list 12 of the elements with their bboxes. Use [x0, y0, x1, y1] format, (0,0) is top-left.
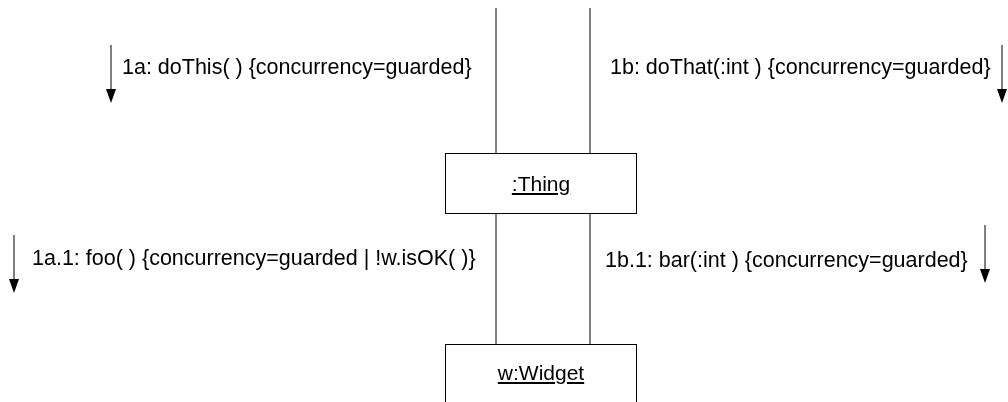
link-line: [589, 7, 591, 154]
object-name: w:Widget: [497, 361, 585, 385]
message-label: 1b.1: bar(:int ) {concurrency=guarded}: [605, 248, 968, 272]
link-line: [495, 213, 497, 345]
link-line: [589, 213, 591, 345]
object-box: [445, 153, 637, 214]
object-name: :Thing: [511, 171, 571, 196]
link-line: [495, 7, 497, 154]
message-label: 1a: doThis( ) {concurrency=guarded}: [122, 55, 472, 79]
message-label: 1b: doThat(:int ) {concurrency=guarded}: [610, 55, 991, 79]
object-box: [445, 344, 637, 402]
message-label: 1a.1: foo( ) {concurrency=guarded | !w.isOK( )}: [32, 246, 476, 270]
